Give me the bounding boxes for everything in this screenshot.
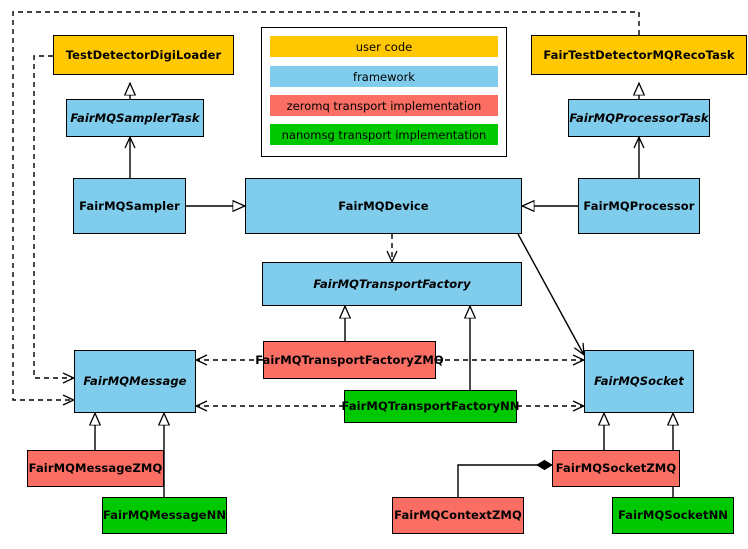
class-node-fairmqsocketzmq[interactable]: FairMQSocketZMQ — [552, 450, 680, 487]
class-node-fairmqtransportfactorynn[interactable]: FairMQTransportFactoryNN — [341, 390, 519, 423]
class-node-fairmqmessagezmq[interactable]: FairMQMessageZMQ — [27, 450, 164, 487]
class-node-fairmqsampler[interactable]: FairMQSampler — [73, 178, 186, 234]
class-node-fairmqsocketnn[interactable]: FairMQSocketNN — [612, 497, 734, 534]
legend-label-user-code: user code — [355, 39, 413, 54]
legend-item-framework: framework — [270, 66, 498, 87]
class-node-fairmqtransportfactoryzmq[interactable]: FairMQTransportFactoryZMQ — [255, 341, 444, 379]
legend-label-framework: framework — [353, 69, 415, 84]
legend-label-nanomsg: nanomsg transport implementation — [281, 127, 487, 142]
class-node-fairmqsamplertask[interactable]: FairMQSamplerTask — [66, 99, 204, 137]
class-node-fairmqcontextzmq[interactable]: FairMQContextZMQ — [392, 497, 524, 534]
class-node-fairtestdetectormqrecotask[interactable]: FairTestDetectorMQRecoTask — [531, 35, 747, 75]
legend-item-nanomsg: nanomsg transport implementation — [270, 124, 498, 145]
class-node-fairmqmessage[interactable]: FairMQMessage — [74, 350, 196, 413]
class-node-fairmqdevice[interactable]: FairMQDevice — [245, 178, 522, 234]
class-node-testdetectordigiloader[interactable]: TestDetectorDigiLoader — [53, 35, 234, 75]
legend-label-zeromq: zeromq transport implementation — [286, 98, 482, 113]
legend-item-zeromq: zeromq transport implementation — [270, 95, 498, 116]
class-node-fairmqmessagenn[interactable]: FairMQMessageNN — [102, 497, 227, 534]
legend-item-user-code: user code — [270, 36, 498, 57]
class-node-fairmqprocessor[interactable]: FairMQProcessor — [578, 178, 700, 234]
class-node-fairmqsocket[interactable]: FairMQSocket — [584, 350, 694, 413]
class-node-fairmqtransportfactory[interactable]: FairMQTransportFactory — [262, 262, 522, 306]
class-node-fairmqprocessortask[interactable]: FairMQProcessorTask — [568, 99, 710, 137]
